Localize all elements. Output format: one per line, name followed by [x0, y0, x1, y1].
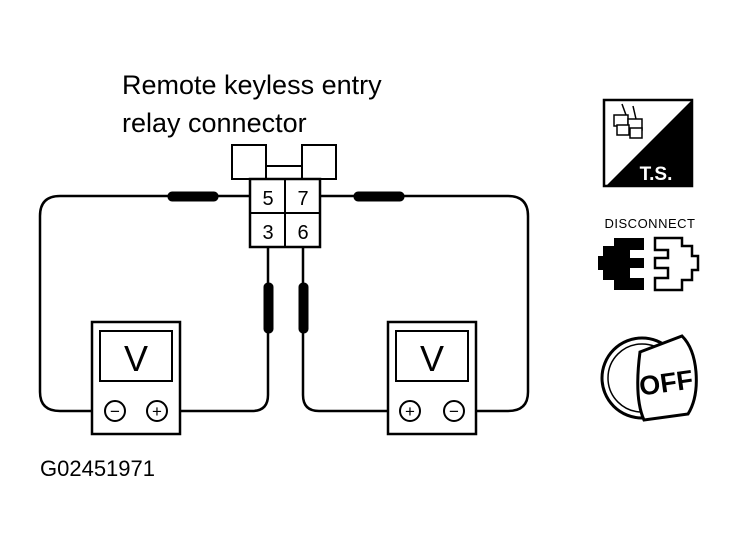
voltmeter-right-pos-terminal — [399, 400, 421, 422]
ts-icon-connector-glyph — [613, 103, 643, 139]
voltmeter-left-neg-sign: − — [110, 402, 120, 421]
ts-icon-label: T.S. — [640, 164, 673, 185]
disconnect-icon-female-half — [653, 236, 700, 292]
voltmeter-right-neg-terminal — [443, 400, 465, 422]
relay-connector — [231, 144, 337, 249]
ignition-off-label: OFF — [637, 364, 695, 401]
connector-latch-left — [231, 144, 267, 180]
voltmeter-left-display — [99, 330, 173, 382]
pin-7-label: 7 — [297, 188, 308, 210]
disconnect-icon — [598, 236, 700, 292]
ignition-off-icon — [600, 334, 698, 422]
figure-id: G02451971 — [40, 456, 155, 481]
voltmeter-left-pos-sign: + — [152, 402, 162, 421]
probe-right-horizontal — [353, 191, 405, 202]
probe-left-horizontal — [167, 191, 219, 202]
disconnect-icon-male-half — [598, 238, 644, 290]
voltmeter-right-neg-sign: − — [449, 402, 459, 421]
ignition-key-head — [636, 334, 698, 422]
pin-5-label: 5 — [262, 188, 273, 210]
diagram-title-line-2: relay connector — [122, 108, 307, 138]
voltmeter-left-neg-terminal — [104, 400, 126, 422]
pin-3-label: 3 — [262, 222, 273, 244]
voltmeter-left-pos-terminal — [146, 400, 168, 422]
wires — [38, 194, 530, 413]
diagram-title-line-1: Remote keyless entry — [122, 70, 382, 100]
wire-pin5-left-meter — [38, 194, 250, 413]
voltmeter-right-display — [395, 330, 469, 382]
wire-pin7-right-meter — [320, 194, 530, 413]
disconnect-icon-label: DISCONNECT — [605, 216, 696, 231]
probes — [167, 191, 405, 334]
ts-icon — [602, 98, 694, 188]
probe-pin6-vertical — [298, 282, 309, 334]
voltmeter-left — [90, 320, 182, 436]
voltmeter-right-display-text: V — [420, 338, 444, 379]
voltmeter-right — [386, 320, 478, 436]
voltmeter-right-pos-sign: + — [405, 402, 415, 421]
connector-latch-right — [301, 144, 337, 180]
voltmeter-left-display-text: V — [124, 338, 148, 379]
wire-pin6-right-meter — [301, 247, 396, 413]
wire-pin3-left-meter — [170, 247, 270, 413]
probe-pin3-vertical — [263, 282, 274, 334]
pin-6-label: 6 — [297, 222, 308, 244]
